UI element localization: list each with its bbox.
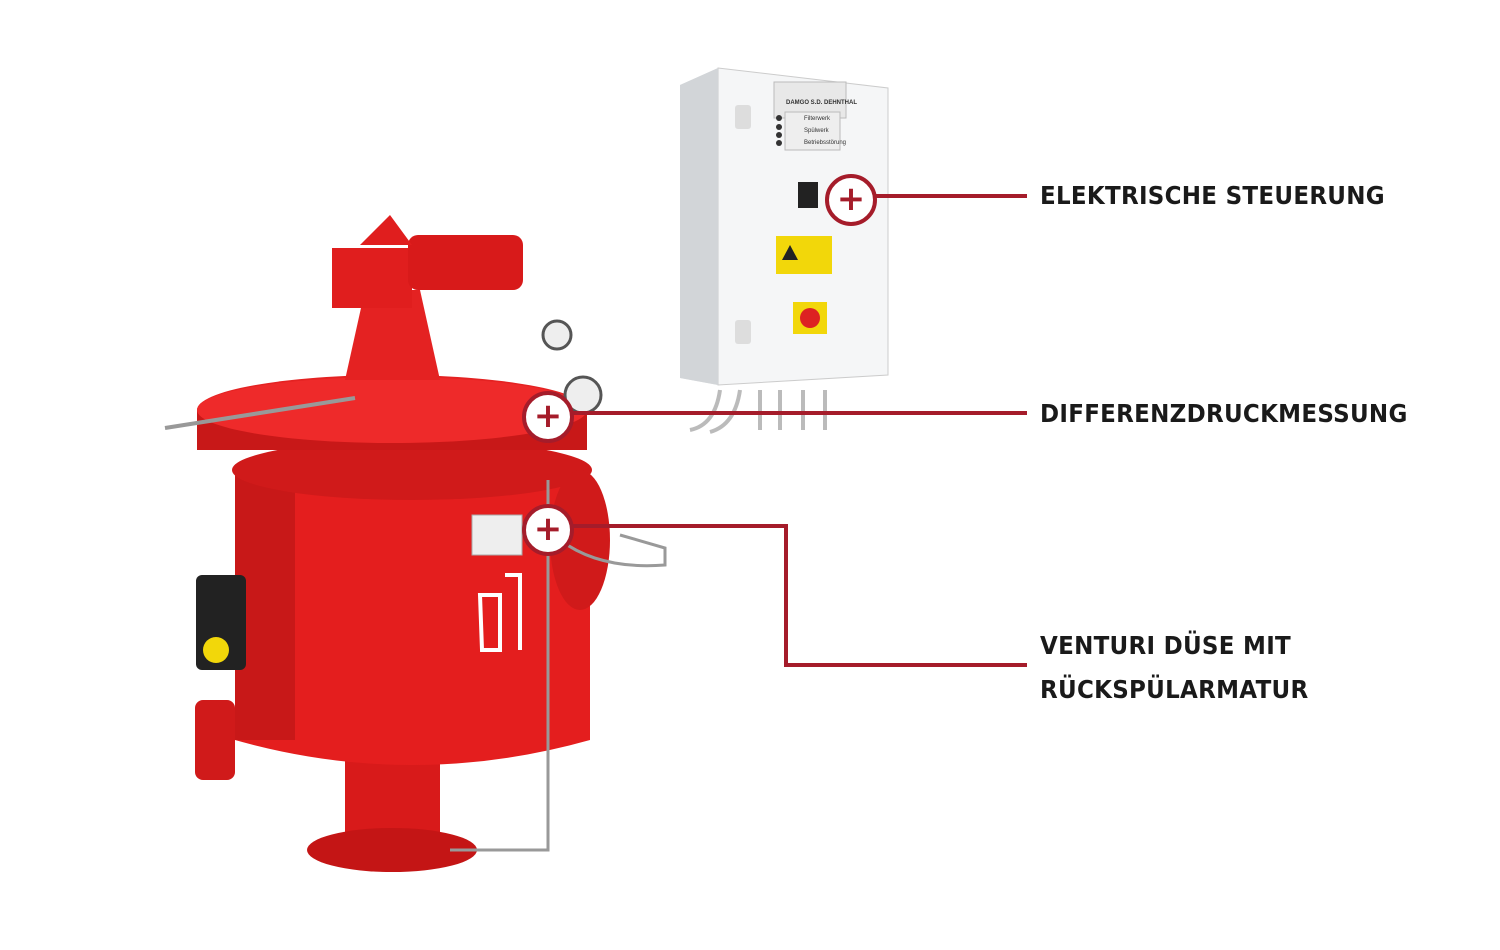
hotspot-venturi-duese[interactable]: + xyxy=(522,504,574,556)
control-cabinet xyxy=(680,67,889,434)
indicator-label: Filterwerk xyxy=(804,116,831,122)
label-differenzdruckmessung: DIFFERENZDRUCKMESSUNG xyxy=(1040,399,1408,428)
plus-icon: + xyxy=(836,179,866,219)
control-box-nameplate: DAMGO S.D. DEHNTHAL xyxy=(786,100,857,106)
plus-icon: + xyxy=(533,396,563,436)
filter-vessel xyxy=(164,215,667,872)
callout-lines xyxy=(544,194,1027,667)
indicator-label: Betriebsstörung xyxy=(804,140,847,146)
label-venturi-line2: RÜCKSPÜLARMATUR xyxy=(1040,675,1309,704)
indicator-label: Spülwerk xyxy=(804,128,829,134)
plus-icon: + xyxy=(533,509,563,549)
label-venturi-line1: VENTURI DÜSE MIT xyxy=(1040,631,1292,660)
hotspot-elektrische-steuerung[interactable]: + xyxy=(825,174,877,226)
label-elektrische-steuerung: ELEKTRISCHE STEUERUNG xyxy=(1040,181,1385,210)
hotspot-differenzdruckmessung[interactable]: + xyxy=(522,391,574,443)
